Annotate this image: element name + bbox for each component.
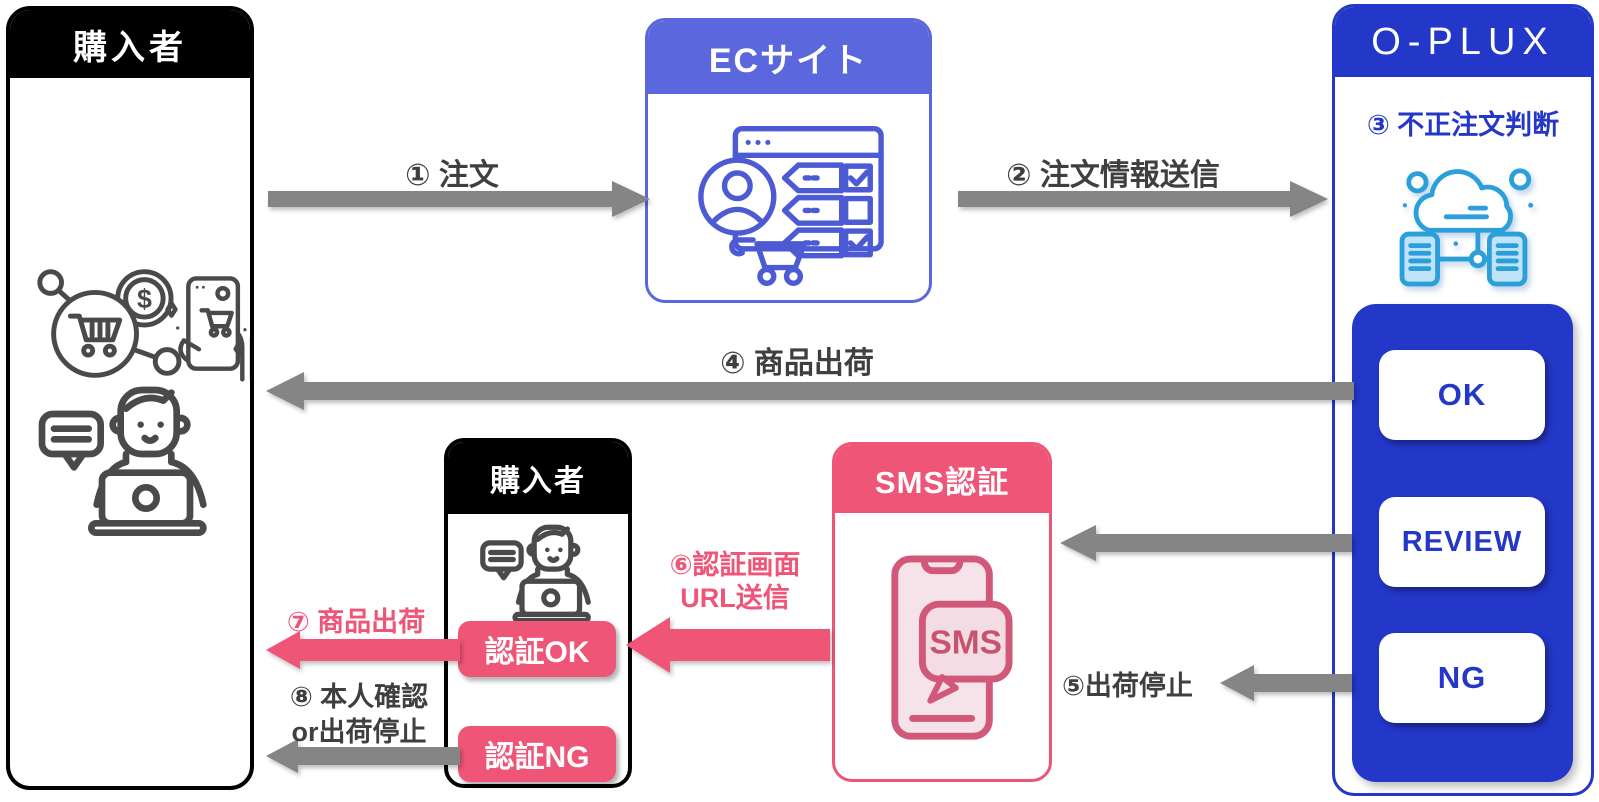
auth-ng-button: 認証NG xyxy=(458,726,616,782)
sms-phone-icon: SMS xyxy=(879,553,1017,750)
label-step7: ⑦ 商品出荷 xyxy=(286,607,426,637)
result-review: REVIEW xyxy=(1379,497,1545,587)
shopping-network-icon: $ xyxy=(26,268,248,385)
label-step2: ② 注文情報送信 xyxy=(1006,159,1220,192)
auth-ok-button: 認証OK xyxy=(458,621,616,677)
buyer-center-header: 購入者 xyxy=(448,442,628,514)
buyer-left-header: 購入者 xyxy=(10,10,250,78)
buyer-person-icon xyxy=(38,382,218,543)
arrow-auth-url xyxy=(626,617,830,673)
sms-auth-box: SMS認証 SMS xyxy=(832,442,1052,782)
buyer-center-title: 購入者 xyxy=(490,465,586,498)
phone-shopping-icon xyxy=(160,272,250,389)
arrow-order-info xyxy=(958,181,1328,217)
fraud-judgment-label: ③ 不正注文判断 xyxy=(1366,110,1560,140)
oplux-header: O-PLUX xyxy=(1335,7,1591,77)
oplux-result-panel: OK REVIEW NG xyxy=(1352,304,1573,782)
label-step8-line1: ⑧ 本人確認 xyxy=(289,682,429,712)
label-step8: ⑧ 本人確認 or出荷停止 xyxy=(266,680,452,750)
result-ng: NG xyxy=(1379,633,1545,723)
buyer-center-person-icon xyxy=(480,522,598,629)
arrow-review-to-sms xyxy=(1060,525,1352,561)
result-ok: OK xyxy=(1379,350,1545,440)
buyer-left-box: 購入者 $ xyxy=(6,6,254,790)
label-step1: ① 注文 xyxy=(405,159,499,192)
label-step6-line2: URL送信 xyxy=(680,583,790,613)
oplux-box: O-PLUX ③ 不正注文判断 xyxy=(1332,4,1594,796)
ec-site-box: ECサイト xyxy=(645,18,932,303)
label-step4: ④ 商品出荷 xyxy=(720,347,874,380)
arrow-stop-shipment xyxy=(1220,665,1352,701)
arrow-auth-ng-stop xyxy=(266,739,460,773)
svg-text:$: $ xyxy=(137,284,152,314)
arrow-ship xyxy=(266,372,1354,410)
ec-checkout-icon xyxy=(694,121,886,294)
oplux-logo: O-PLUX xyxy=(1371,20,1555,63)
sms-bubble-text: SMS xyxy=(929,624,1002,661)
sms-auth-title: SMS認証 xyxy=(874,464,1010,500)
arrow-order xyxy=(268,181,650,217)
sms-auth-header: SMS認証 xyxy=(835,445,1049,513)
label-step6: ⑥認証画面 URL送信 xyxy=(640,549,830,615)
ec-site-header: ECサイト xyxy=(648,21,929,94)
buyer-left-title: 購入者 xyxy=(73,28,187,67)
arrow-auth-ok-ship xyxy=(266,631,460,669)
label-step6-line1: ⑥認証画面 xyxy=(669,550,801,580)
label-step8-line2: or出荷停止 xyxy=(291,717,427,747)
ec-site-title: ECサイト xyxy=(708,42,869,80)
cloud-database-icon xyxy=(1379,149,1547,304)
label-step5: ⑤出荷停止 xyxy=(1062,671,1193,701)
